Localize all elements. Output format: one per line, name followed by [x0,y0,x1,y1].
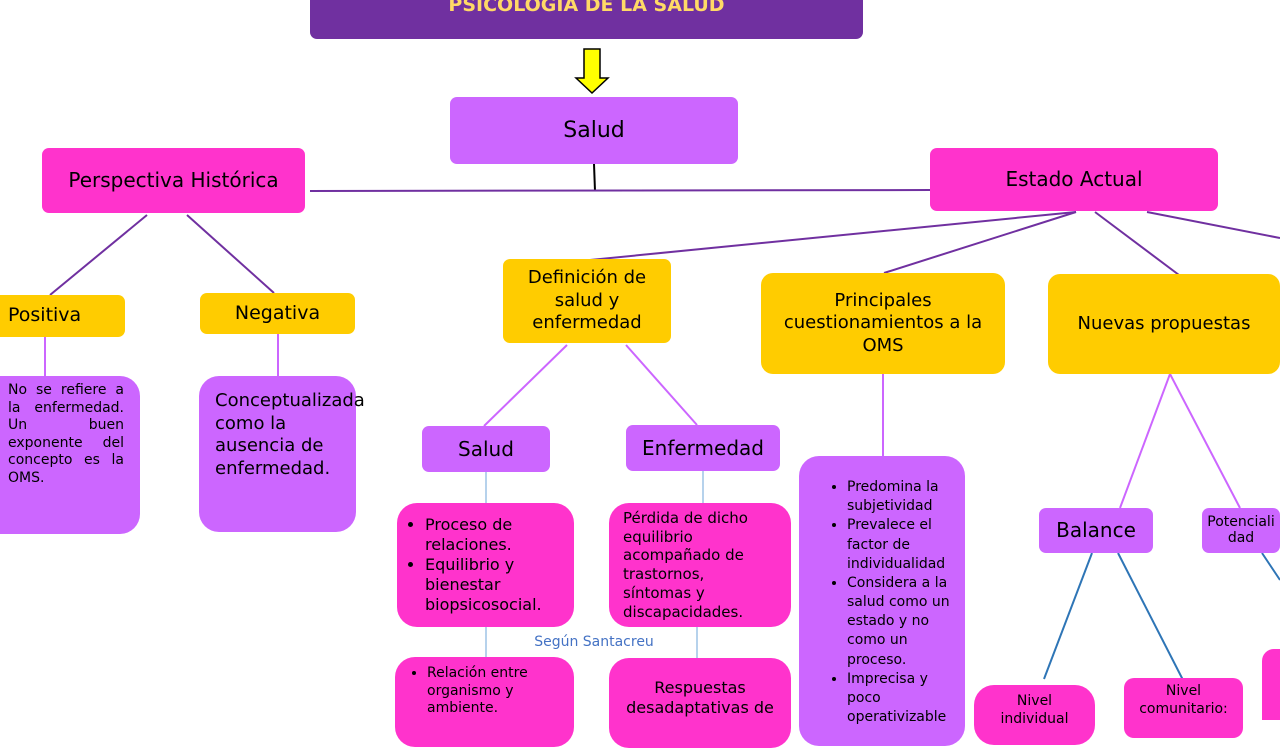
node-enfermedad-desc: Pérdida de dicho equilibrio acompañado d… [609,503,791,627]
node-enfermedad: Enfermedad [626,425,780,471]
list-item: Predomina la subjetividad [847,478,955,516]
node-label: Perspectiva Histórica [68,168,279,192]
connector [309,189,931,192]
note-segun-santacreu: Según Santacreu [494,633,694,653]
connector [1261,552,1280,581]
note-label: Según Santacreu [534,634,654,651]
node-label: Potencialidad [1207,514,1275,546]
node-label: Definición de salud y enfermedad [527,267,647,334]
connector [593,163,596,192]
principales-desc-list: Predomina la subjetividad Prevalece el f… [799,478,965,727]
salud-desc-list: Proceso de relaciones. Equilibrio y bien… [397,515,574,615]
connector [1119,373,1171,509]
connector [1169,373,1241,509]
list-item: Relación entre organismo y ambiente. [427,665,574,718]
node-potencialidad: Potencialidad [1202,508,1280,553]
list-item: Considera a la salud como un estado y no… [847,574,955,670]
down-arrow-icon [574,48,610,95]
node-label: Salud [458,436,514,461]
node-salud-root: Salud [450,97,738,164]
node-estado: Estado Actual [930,148,1218,211]
node-nivel-comunitario: Nivel comunitario: [1124,678,1243,738]
connector [625,344,698,426]
connector [483,344,568,427]
relacion-list: Relación entre organismo y ambiente. [395,665,574,718]
node-definicion: Definición de salud y enfermedad [503,259,671,343]
node-label: Nivel comunitario: [1139,683,1228,717]
node-negativa: Negativa [200,293,355,334]
node-balance: Balance [1039,508,1153,553]
node-nivel-individual: Nivel individual [974,685,1095,745]
node-salud-desc: Proceso de relaciones. Equilibrio y bien… [397,503,574,627]
list-item: Equilibrio y bienestar biopsicosocial. [425,555,574,615]
node-principales: Principales cuestionamientos a la OMS [761,273,1005,374]
node-respuestas: Respuestas desadaptativas de [609,658,791,748]
node-label: Respuestas desadaptativas de [626,678,774,717]
node-positiva: Positiva [0,295,125,337]
node-label: Estado Actual [1005,167,1143,191]
node-perspectiva: Perspectiva Histórica [42,148,305,213]
list-item: Imprecisa y poco operativizable [847,670,955,728]
list-item: Prevalece el factor de individualidad [847,516,955,574]
connector [1043,552,1093,680]
node-salud: Salud [422,426,550,472]
connector [1146,211,1280,239]
node-positiva-desc: No se refiere a la enfermedad. Un buen e… [0,376,140,534]
node-nuevas: Nuevas propuestas [1048,274,1280,374]
node-label: Positiva [8,304,82,327]
connector [186,214,275,294]
connector [49,214,148,296]
node-label: Conceptualizada como la ausencia de enfe… [215,390,365,479]
node-label: Negativa [234,301,321,324]
node-negativa-desc: Conceptualizada como la ausencia de enfe… [199,376,365,532]
node-label: Nuevas propuestas [1077,312,1251,334]
node-label: Pérdida de dicho equilibrio acompañado d… [623,508,748,621]
connector [1117,552,1184,681]
node-label: Principales cuestionamientos a la OMS [783,289,983,356]
page-title: PSICOLOGÍA DE LA SALUD [448,0,725,16]
node-label: Salud [563,117,625,143]
node-right-partial [1262,649,1280,720]
connector-lines [44,48,1280,681]
node-principales-desc: Predomina la subjetividad Prevalece el f… [799,456,965,746]
list-item: Proceso de relaciones. [425,515,574,555]
node-label: No se refiere a la enfermedad. Un buen e… [8,382,124,486]
title-box: PSICOLOGÍA DE LA SALUD [310,0,863,39]
connector [1094,211,1184,279]
connector [589,211,1077,261]
connector [883,211,1077,274]
node-label: Balance [1056,518,1136,542]
node-label: Enfermedad [642,435,764,460]
node-relacion: Relación entre organismo y ambiente. [395,657,574,747]
node-label: Nivel individual [1000,693,1069,727]
